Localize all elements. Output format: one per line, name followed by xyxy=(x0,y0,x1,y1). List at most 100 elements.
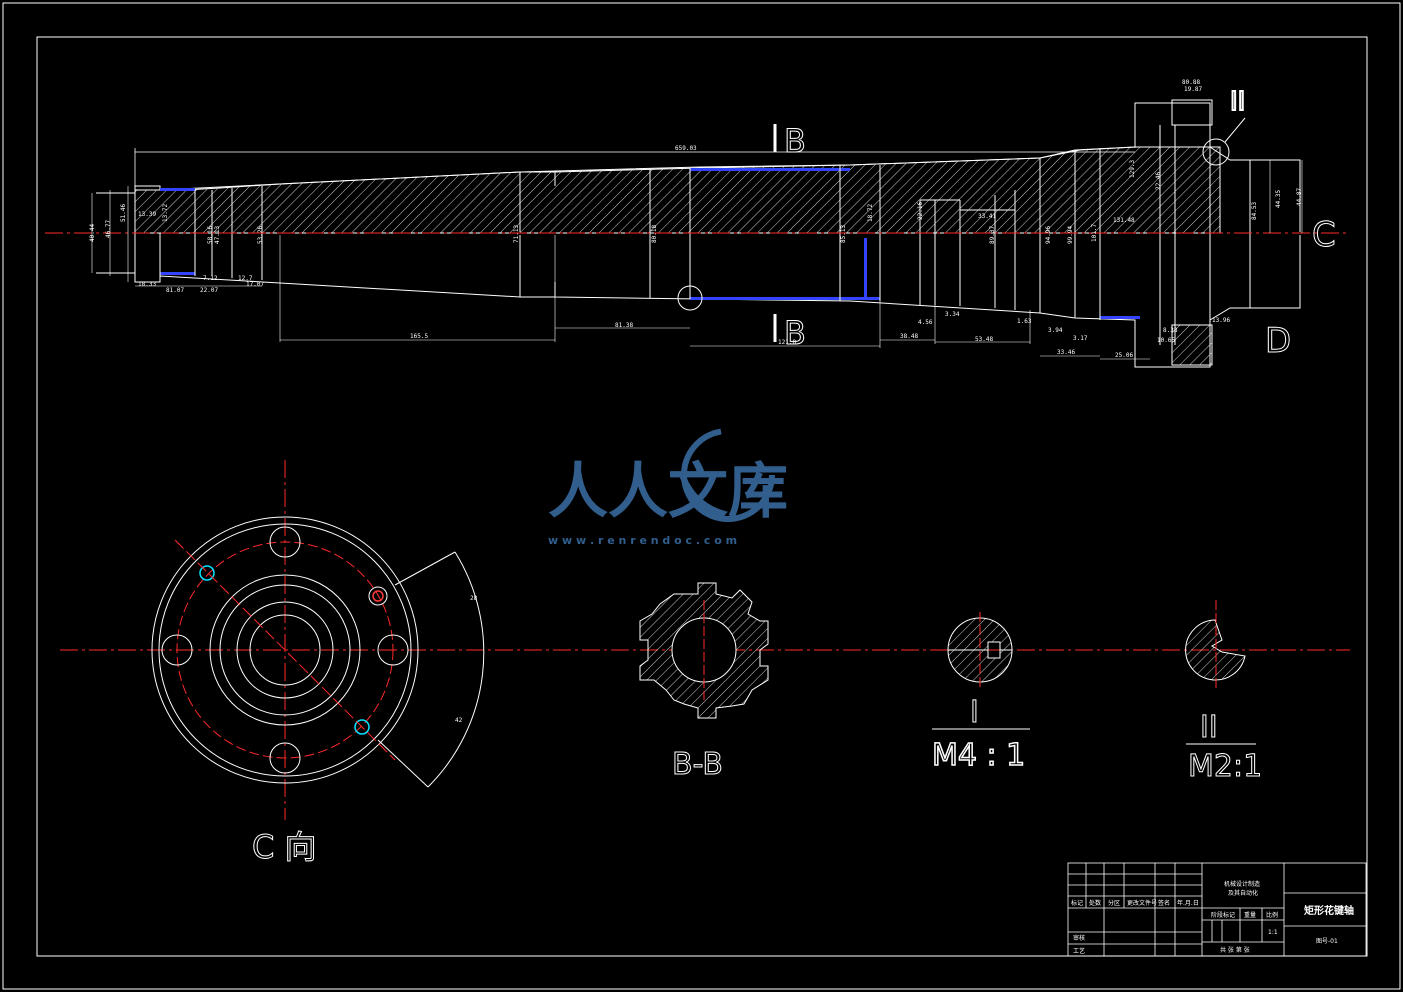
dim-89-37: 89.37 xyxy=(989,226,996,244)
detail-i xyxy=(932,612,1030,730)
dim-40-44: 40.44 xyxy=(89,224,96,242)
section-b-label-bottom: B xyxy=(784,314,806,352)
dim-33-41: 33.41 xyxy=(978,213,996,220)
c-view-title: C 向 xyxy=(252,828,317,866)
dim-53-48: 53.48 xyxy=(975,336,993,343)
dim-10-65: 10.65 xyxy=(1157,337,1175,344)
spline-blue-left-upper xyxy=(160,188,195,191)
shaft-main-view xyxy=(45,99,1350,368)
dim-99-94: 99.94 xyxy=(1067,226,1074,244)
dim-131-48: 131.48 xyxy=(1113,217,1135,224)
tb-stage-label: 阶段标记 xyxy=(1211,911,1235,919)
tb-scale-label: 比例 xyxy=(1266,911,1278,919)
dim-81-38: 81.38 xyxy=(615,322,633,329)
tb-sheet-info: 共 张 第 张 xyxy=(1220,946,1250,954)
detail-ii-label: II xyxy=(1230,87,1245,117)
tb-institution-2: 及其自动化 xyxy=(1228,889,1258,897)
dim-165-5: 165.5 xyxy=(410,333,428,340)
detail-i-circle xyxy=(677,285,703,311)
view-c-arrow-label: C xyxy=(1312,215,1336,255)
dim-18-72: 18.72 xyxy=(867,204,874,222)
dim-85-13: 85.13 xyxy=(840,225,847,243)
dim-44-87: 44.87 xyxy=(1296,188,1303,206)
shaft-outline-lower xyxy=(96,235,1301,368)
dim-94-96: 94.96 xyxy=(1045,226,1052,244)
dim-53-26: 53.26 xyxy=(257,226,264,244)
dim-r28: 28 xyxy=(470,595,478,602)
tb-header-2: 分区 xyxy=(1108,899,1120,907)
tb-header-4: 签名 xyxy=(1158,899,1170,907)
detail-ii-title: II xyxy=(1200,710,1218,745)
dim-3-94: 3.94 xyxy=(1048,327,1063,334)
section-markers: B B II C D xyxy=(773,86,1336,362)
dim-38-48: 38.48 xyxy=(900,333,918,340)
flange-top xyxy=(1171,99,1213,126)
dim-58-16: 58.16 xyxy=(207,226,214,244)
dim-44-35: 44.35 xyxy=(1275,190,1282,208)
bolt-hole-top xyxy=(269,526,301,558)
dim-84-53: 84.53 xyxy=(1251,202,1258,220)
tb-institution-1: 机械设计制造 xyxy=(1224,880,1260,888)
dim-22-07: 22.07 xyxy=(200,287,218,294)
dim-121-8: 121.8 xyxy=(778,339,796,346)
small-hole-red xyxy=(368,586,388,606)
dim-25-06: 25.06 xyxy=(1115,352,1133,359)
dim-8-38: 8.38 xyxy=(1163,327,1178,334)
watermark-logo-icon xyxy=(681,428,775,522)
dim-46-77: 46.77 xyxy=(105,220,112,238)
watermark-url: w w w . r e n r e n d o c . c o m xyxy=(548,534,737,547)
dim-13-96: 13.96 xyxy=(1212,317,1230,324)
dimension-lines xyxy=(91,160,1303,360)
detail-ii-circle xyxy=(1202,138,1230,166)
overall-dimension xyxy=(134,103,1136,190)
tb-drawing-name: 矩形花键轴 xyxy=(1304,904,1354,917)
bb-section-title: B-B xyxy=(672,747,723,782)
watermark: 人人文库 w w w . r e n r e n d o c . c o m xyxy=(548,428,788,547)
tb-header-5: 年.月.日 xyxy=(1177,899,1199,907)
tb-header-0: 标记 xyxy=(1071,899,1083,907)
bb-section xyxy=(639,582,769,719)
small-hole-cyan xyxy=(199,565,215,581)
dim-22-46: 22.46 xyxy=(1155,172,1162,190)
spline-blue-lower xyxy=(690,297,880,300)
dim-33-46: 33.46 xyxy=(1057,349,1075,356)
dim-r42: 42 xyxy=(455,717,463,724)
dim-51-46: 51.46 xyxy=(120,204,127,222)
bolt-hole-right xyxy=(377,634,409,666)
dim-12-7: 12.7 xyxy=(238,275,253,282)
flange-d-lower xyxy=(1171,324,1213,366)
spline-blue-end xyxy=(1100,316,1140,319)
dimension-texts: 40.44 46.77 51.46 13.39 13.72 58.16 47.1… xyxy=(89,79,1303,359)
dim-3-17: 3.17 xyxy=(1073,335,1088,342)
dim-7-12: 7.12 xyxy=(203,275,218,282)
tb-drawing-code: 图号-01 xyxy=(1316,938,1338,945)
dim-4-56: 4.56 xyxy=(918,319,933,326)
small-hole-bottom xyxy=(354,719,370,735)
shaft-hatched-section xyxy=(134,146,1221,234)
view-d-arrow-label: D xyxy=(1265,321,1291,361)
dim-18-33: 18.33 xyxy=(138,281,156,288)
detail-ii-scale: M2:1 xyxy=(1188,749,1262,784)
tb-scale-value: 1:1 xyxy=(1268,929,1278,936)
tb-header-3: 更改文件号 xyxy=(1127,899,1157,907)
tb-header-1: 处数 xyxy=(1089,899,1101,907)
dim-13-72: 13.72 xyxy=(162,204,169,222)
watermark-brand: 人人文库 xyxy=(548,457,788,527)
title-block xyxy=(1067,862,1367,957)
tb-designer-label: 审核 xyxy=(1073,934,1085,942)
detail-i-title: I xyxy=(970,695,979,730)
detail-ii xyxy=(1185,600,1256,745)
dim-22-16: 22.16 xyxy=(917,202,924,220)
title-block-texts: 机械设计制造 及其自动化 标记 处数 分区 更改文件号 签名 年.月.日 阶段标… xyxy=(1071,880,1354,955)
spline-blue-vert xyxy=(864,238,867,298)
spline-blue-left-lower xyxy=(160,272,195,275)
dim-101-7: 101.7 xyxy=(1091,224,1098,242)
bolt-hole-left xyxy=(161,634,193,666)
spline-blue-upper xyxy=(690,168,850,171)
detail-i-scale: M4 : 1 xyxy=(932,738,1025,773)
dim-47-13: 47.13 xyxy=(214,226,221,244)
dim-71-13: 71.13 xyxy=(513,225,520,243)
dim-1-63: 1.63 xyxy=(1017,318,1032,325)
